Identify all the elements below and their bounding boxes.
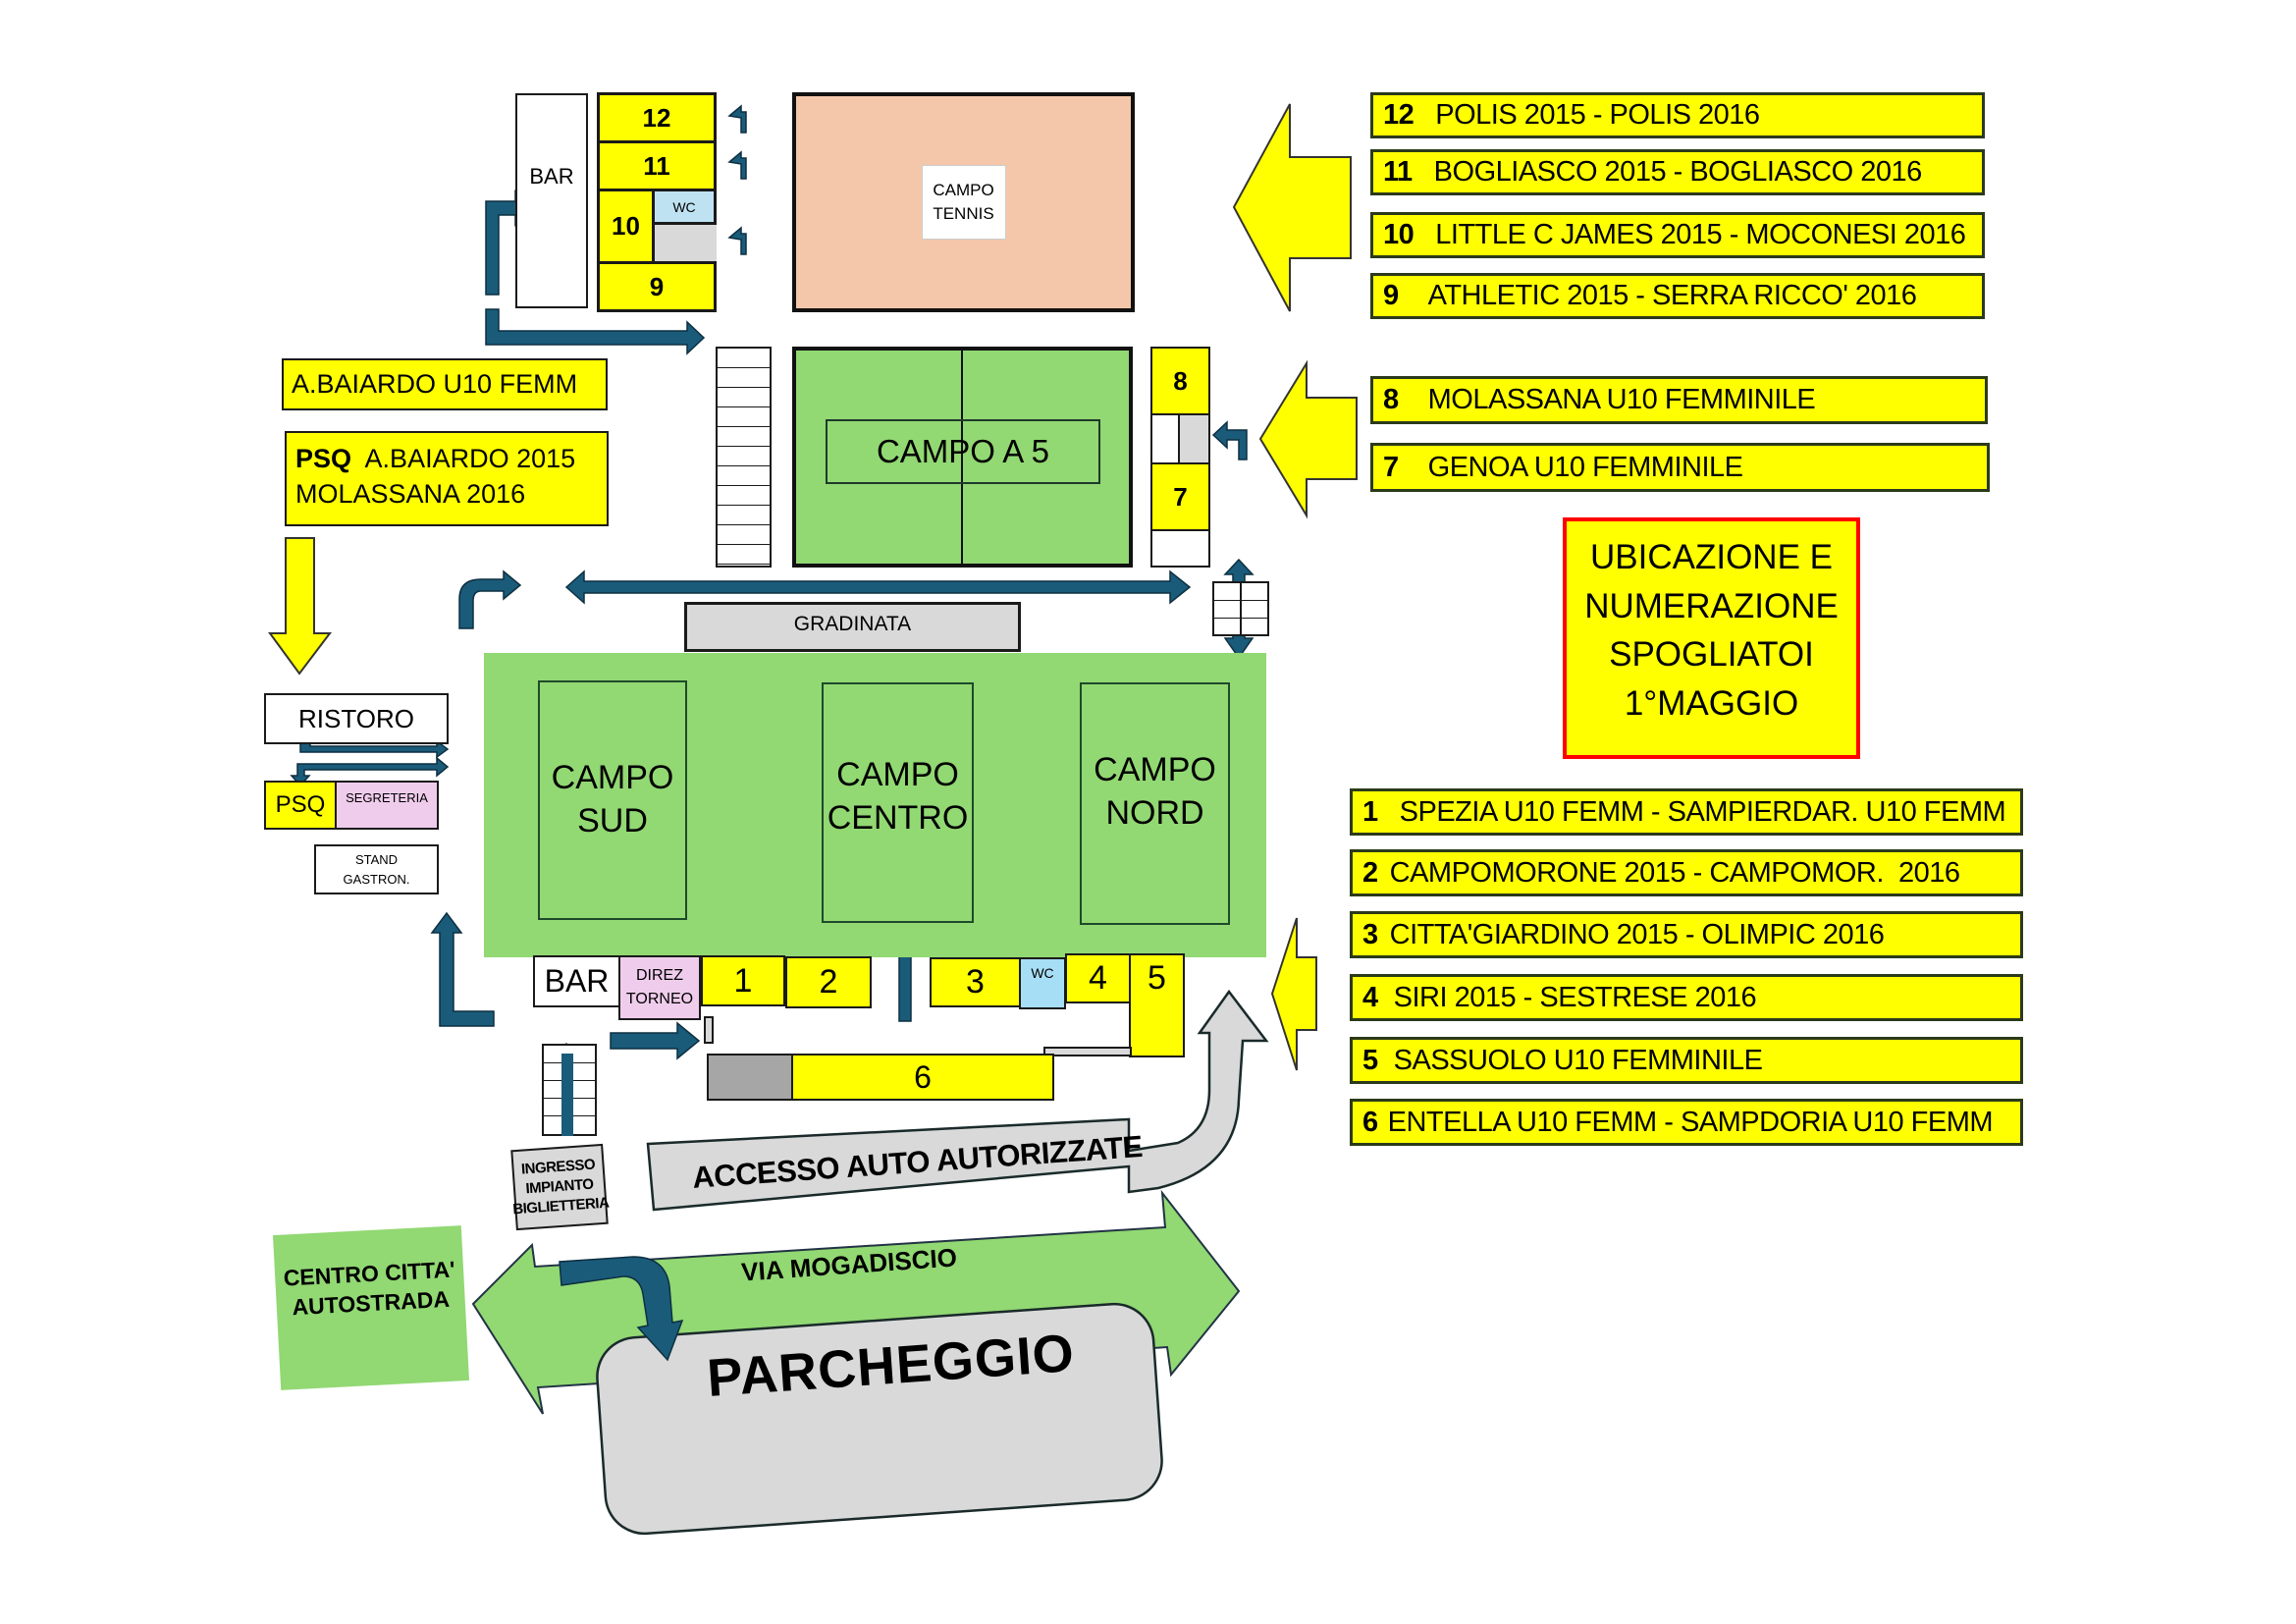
bent-arrow-icon [727,226,747,255]
stairs-right-divider [1240,581,1242,636]
yellow-arrow-left-icon [1232,103,1352,312]
locker-3: 3 [930,957,1021,1007]
curved-arrow-icon [458,569,522,629]
campo-tennis: CAMPO TENNIS [792,92,1135,312]
locker-7: 7 [1150,462,1210,531]
yellow-arrow-down-icon [268,537,333,676]
gradinata: GRADINATA [684,602,1021,652]
direzione-torneo: DIREZ TORNEO [618,955,701,1020]
centro-citta-autostrada: CENTRO CITTA' AUTOSTRADA [272,1225,470,1390]
arrow-to-parking-icon [559,1256,684,1362]
campo-a5: CAMPO A 5 [792,347,1133,568]
parcheggio-area [596,1302,1163,1536]
arrow-to-lockers-icon [485,308,706,355]
bent-arrow-icon [727,150,747,180]
corridor-8-7 [1150,413,1180,464]
yellow-arrow-left-icon [1270,917,1317,1071]
title-box: UBICAZIONE E NUMERAZIONE SPOGLIATOI 1°MA… [1563,517,1860,759]
locker-4: 4 [1065,953,1131,1003]
title-line: NUMERAZIONE [1584,586,1839,625]
yellow-arrow-left-icon [1258,359,1358,519]
locker-1: 1 [701,955,785,1006]
locker-6-gray-part [707,1054,793,1101]
locker-9: 9 [597,261,717,312]
psq-label: PSQ A.BAIARDO 2015 MOLASSANA 2016 [285,431,609,526]
door-marker [704,1016,714,1044]
ristoro: RISTORO [264,693,449,744]
locker-6: 6 [791,1054,1054,1101]
locker-5: 5 [1129,953,1185,1057]
title-line: SPOGLIATOI [1609,635,1814,675]
walkway-double-arrow-icon [564,569,1192,605]
locker-11: 11 [597,140,717,191]
segreteria: SEGRETERIA [335,781,439,830]
corridor-top [652,222,717,264]
bent-arrow-icon [1211,420,1248,460]
corridor-6-gray [1043,1047,1132,1056]
title-line: 1°MAGGIO [1624,684,1799,724]
locker-10: 10 [597,189,655,264]
access-arrow [646,989,1269,1212]
wc-top: WC [652,189,717,225]
campo-sud: CAMPO SUD [538,680,687,920]
bent-arrow-icon [727,104,747,134]
bar-bottom: BAR [533,955,620,1007]
midline [961,351,963,564]
locker-12: 12 [597,92,717,143]
corridor-8-7-gray [1178,413,1210,464]
stairs-ingresso-arrow [561,1054,573,1136]
title-line: UBICAZIONE E [1590,538,1833,576]
campo-a5-label: CAMPO A 5 [826,419,1100,484]
bar-top: BAR [515,93,588,308]
stairs-left [716,347,772,568]
psq-office: PSQ [264,781,337,830]
campo-centro: CAMPO CENTRO [822,682,974,923]
locker-8: 8 [1150,347,1210,415]
arrow-right-icon [610,1021,701,1060]
locker-2: 2 [785,956,872,1008]
corridor-below-7 [1150,529,1210,568]
baiardo-label: A.BAIARDO U10 FEMM [282,358,608,410]
stand-gastronomico: STAND GASTRON. [314,844,439,894]
ingresso-impianto: INGRESSO IMPIANTO BIGLIETTERIA [510,1143,610,1231]
campo-nord: CAMPO NORD [1080,682,1230,925]
arrow-up-to-field-icon [430,911,495,1027]
wc-bottom: WC [1019,957,1066,1009]
main-field: CAMPO SUD CAMPO CENTRO CAMPO NORD [484,653,1266,957]
campo-tennis-label: CAMPO TENNIS [921,165,1006,240]
